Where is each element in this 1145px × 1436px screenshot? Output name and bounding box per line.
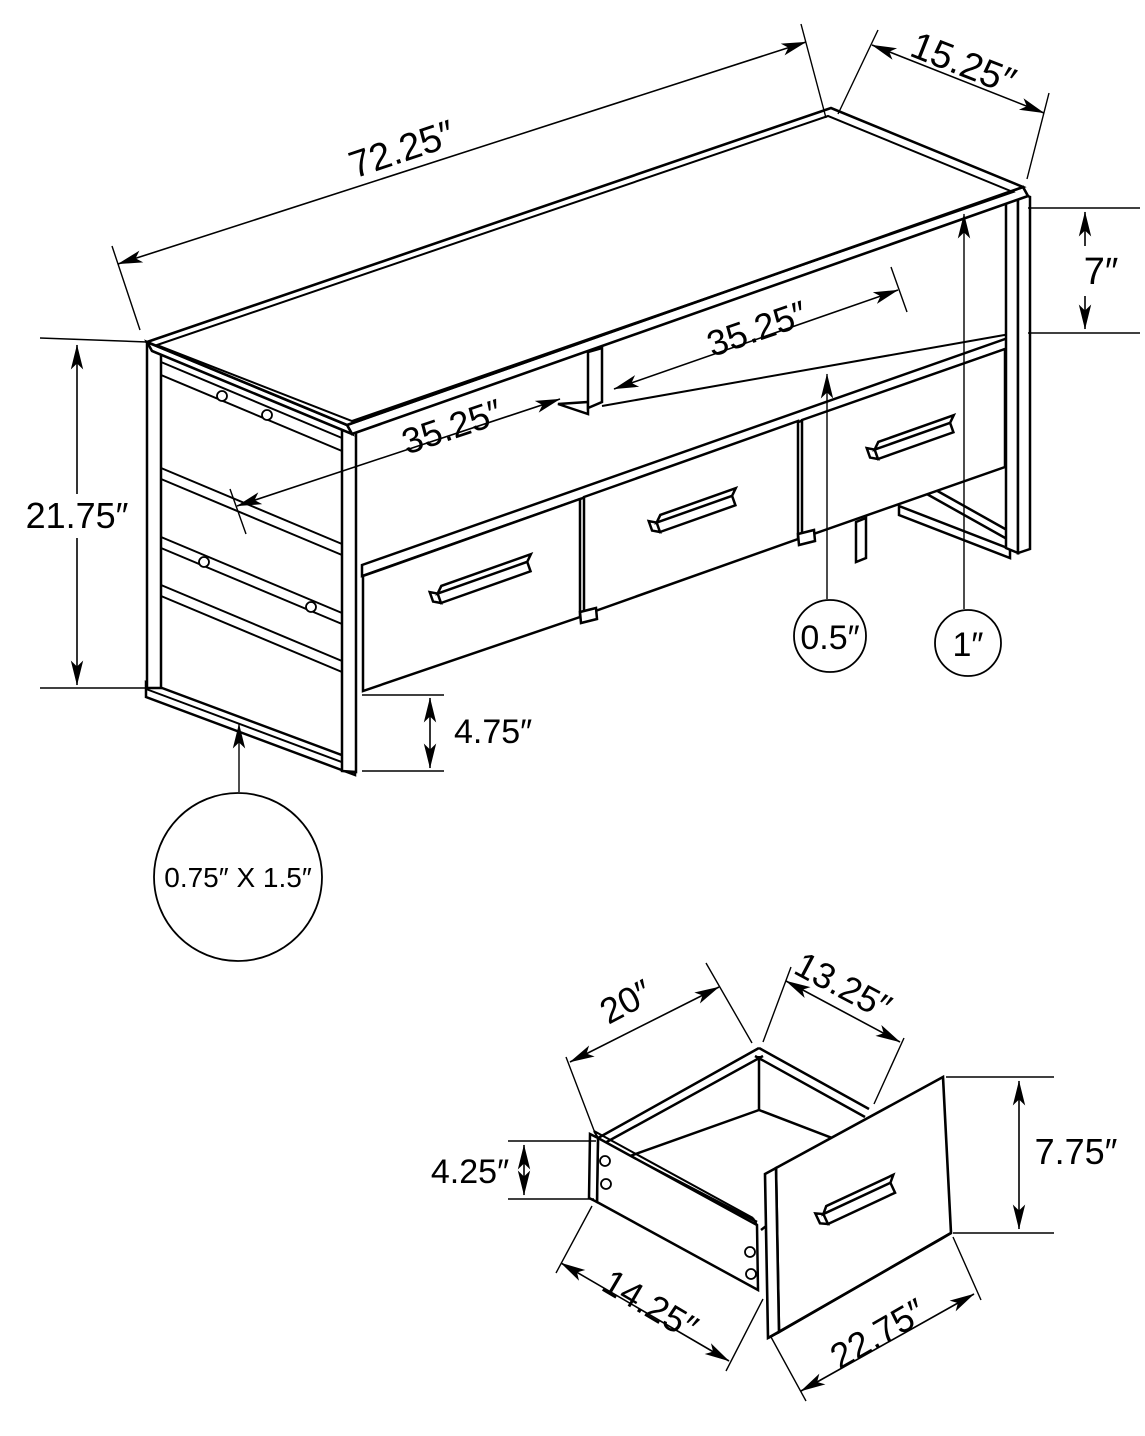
drawer-box-rim [597,1046,870,1146]
callout-frame-tube-label: 0.75″ X 1.5″ [164,862,312,893]
drawer-front-panel-edge [763,1165,781,1341]
drawer-handle-right [864,413,957,461]
drawer-front-panel-bottom-edge [767,1231,952,1340]
dim-bottom-clearance: 4.75″ [362,694,532,772]
screw-hole [305,601,317,613]
dim-drawer-front-width-label: 22.75″ [823,1290,933,1377]
callout-shelf-thickness: 0.5″ [793,373,867,673]
drawer-handle-middle [646,486,739,534]
dim-drawer-back-width: 13.25″ [762,943,905,1105]
callout-frame-tube: 0.75″ X 1.5″ [153,723,323,962]
shelf-divider [586,346,604,410]
callout-top-thickness-circle [934,609,1002,677]
shelf-divider-base [557,400,590,416]
front-right-leg [1004,190,1020,555]
screw-hole [261,409,273,421]
dim-drawer-side-height: 4.25″ [431,1140,596,1200]
dim-total-height-label: 21.75″ [26,495,129,536]
callout-frame-tube-circle [153,792,323,962]
front-left-leg [340,426,358,774]
dim-shelf-opening-height: 7″ [1028,207,1140,334]
screw-hole [745,1268,757,1280]
screw-hole [600,1178,612,1190]
callout-shelf-thickness-label: 0.5″ [800,619,859,657]
dim-drawer-side-depth: 20″ [565,962,753,1134]
callout-shelf-thickness-circle [793,599,867,673]
callout-top-thickness-label: 1″ [953,626,984,664]
callout-top-thickness: 1″ [934,213,1002,677]
drawer-handle-left [427,552,534,605]
drawer-box-wall-end-cap [587,1131,600,1205]
dim-drawer-front-height-label: 7.75″ [1035,1131,1118,1172]
dim-drawer-side-height-label: 4.25″ [431,1153,509,1191]
drawer-box-floor [629,1108,867,1231]
screw-hole [599,1155,611,1167]
tv-stand-assembly-view [143,106,1032,777]
screw-hole [198,556,210,568]
drawer-separator-foot [578,606,599,625]
screw-hole [744,1246,756,1258]
drawer-front-panel-handle [813,1172,897,1226]
dim-drawer-front-height: 7.75″ [946,1076,1118,1234]
back-right-leg-stub [854,516,868,564]
dim-depth-label: 15.25″ [905,25,1021,104]
dim-width-label: 72.25″ [344,113,460,187]
back-left-leg [145,342,163,690]
top-surface [143,106,1027,427]
dim-bottom-clearance-label: 4.75″ [454,713,532,751]
right-side-rail [897,504,1012,560]
dim-drawer-bottom-depth-label: 14.25″ [596,1261,706,1349]
screw-hole [216,390,228,402]
dim-drawer-back-width-label: 13.25″ [788,943,898,1028]
drawer-separator-foot [796,528,817,547]
dim-total-height: 21.75″ [26,337,152,689]
left-bottom-rail-highlight [145,688,356,768]
dim-shelf-opening-height-label: 7″ [1084,251,1119,293]
drawer-detail-view [587,1046,953,1341]
front-right-leg-side [1016,190,1032,555]
